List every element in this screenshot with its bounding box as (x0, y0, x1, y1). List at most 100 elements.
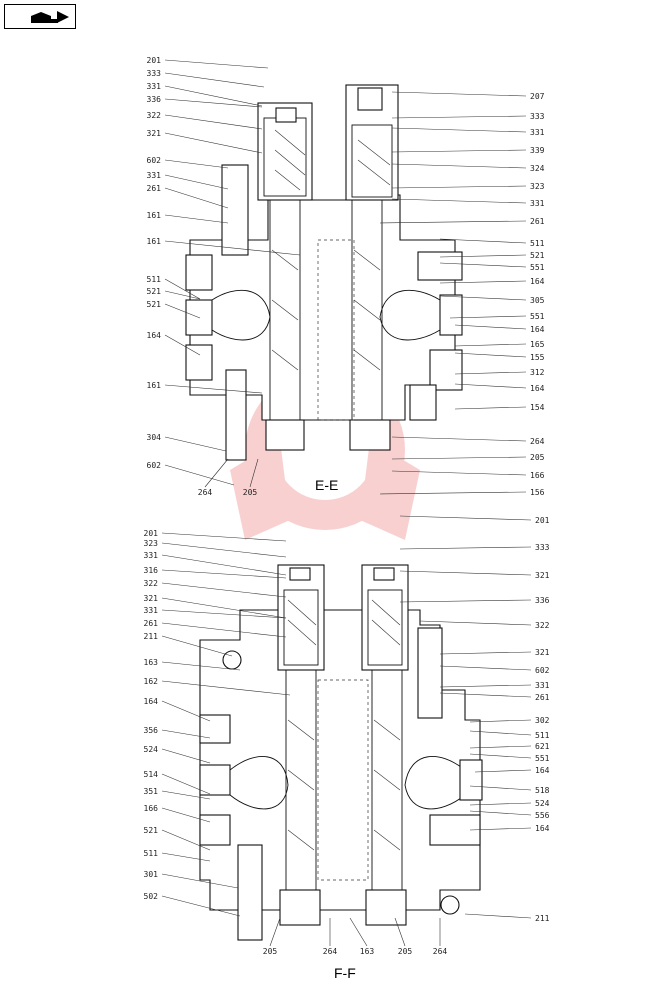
part-number-label: 163 (360, 947, 375, 956)
leader-line (439, 238, 527, 244)
leader-line (439, 684, 532, 688)
leader-line (161, 661, 241, 671)
leader-line (161, 790, 211, 800)
leader-line (399, 599, 532, 603)
leader-line (164, 290, 201, 300)
part-number-label: 164 (535, 824, 550, 833)
part-number-label: 264 (433, 947, 448, 956)
leader-line (454, 352, 527, 358)
part-number-label: 551 (530, 312, 545, 321)
part-number-label: 602 (147, 156, 162, 165)
part-number-label: 331 (147, 82, 162, 91)
part-number-label: 304 (147, 433, 162, 442)
leader-line (469, 745, 532, 749)
part-number-label: 166 (144, 804, 159, 813)
part-number-label: 333 (530, 112, 545, 121)
view-title-f-f: F-F (334, 965, 356, 981)
part-number-label: 321 (535, 571, 550, 580)
page-nav-button[interactable] (4, 4, 76, 29)
part-number-label: 164 (144, 697, 159, 706)
leader-line (164, 114, 263, 130)
part-number-label: 331 (530, 199, 545, 208)
part-number-label: 261 (144, 619, 159, 628)
part-number-label: 321 (535, 648, 550, 657)
part-number-label: 511 (144, 849, 159, 858)
part-number-label: 305 (530, 296, 545, 305)
leader-line (399, 570, 532, 576)
part-number-label: 211 (144, 632, 159, 641)
leader-line (164, 187, 229, 209)
view-e-e: E-E (185, 84, 463, 493)
part-number-label: 511 (530, 239, 545, 248)
part-number-label: 261 (147, 184, 162, 193)
part-number-label: 205 (530, 453, 545, 462)
part-number-label: 322 (144, 579, 159, 588)
leader-line (161, 542, 287, 558)
part-number-label: 336 (535, 596, 550, 605)
leader-line (469, 827, 532, 831)
leader-line (454, 343, 527, 347)
leader-line (164, 174, 229, 190)
part-number-label: 524 (535, 799, 550, 808)
leader-line (161, 622, 287, 638)
part-number-label: 164 (530, 384, 545, 393)
leader-line (391, 185, 527, 189)
part-number-label: 161 (147, 381, 162, 390)
part-number-label: 621 (535, 742, 550, 751)
leader-line (249, 458, 259, 488)
part-number-label: 333 (147, 69, 162, 78)
leader-line (164, 214, 229, 224)
leader-line (164, 85, 263, 107)
part-number-label: 205 (263, 947, 278, 956)
leader-line (399, 546, 532, 550)
leader-line (164, 436, 227, 452)
leader-line (454, 371, 527, 375)
part-number-label: 323 (144, 539, 159, 548)
part-number-label: 162 (144, 677, 159, 686)
leader-line (469, 730, 532, 736)
part-number-label: 331 (147, 171, 162, 180)
part-number-label: 201 (535, 516, 550, 525)
page-return-icon (31, 11, 69, 23)
part-number-label: 312 (530, 368, 545, 377)
leader-line (161, 895, 241, 917)
leader-line (439, 651, 532, 655)
part-number-label: 511 (535, 731, 550, 740)
part-number-label: 521 (144, 826, 159, 835)
leader-line (204, 458, 229, 488)
part-number-label: 524 (144, 745, 159, 754)
part-number-label: 156 (530, 488, 545, 497)
part-number-label: 551 (535, 754, 550, 763)
leader-line (439, 692, 532, 698)
part-number-label: 164 (530, 325, 545, 334)
leader-line (391, 456, 527, 460)
part-number-label: 161 (147, 237, 162, 246)
part-number-label: 261 (530, 217, 545, 226)
leader-line (164, 278, 201, 300)
leader-line (469, 785, 532, 791)
leader-line (394, 917, 406, 947)
part-number-label: 602 (535, 666, 550, 675)
leader-line (439, 262, 527, 268)
leader-line (161, 748, 211, 764)
part-number-label: 261 (535, 693, 550, 702)
leader-line (161, 680, 291, 696)
part-number-label: 351 (144, 787, 159, 796)
leader-line (449, 315, 527, 319)
leader-line (439, 295, 527, 301)
leader-line (469, 810, 532, 816)
part-number-label: 301 (144, 870, 159, 879)
part-number-label: 322 (535, 621, 550, 630)
part-number-label: 336 (147, 95, 162, 104)
part-number-label: 331 (530, 128, 545, 137)
leader-line (161, 635, 233, 657)
leader-line (161, 700, 211, 722)
part-number-label: 502 (144, 892, 159, 901)
part-number-label: 201 (144, 529, 159, 538)
leader-line (161, 532, 287, 542)
leader-line (379, 491, 527, 495)
part-number-label: 264 (530, 437, 545, 446)
part-number-label: 207 (530, 92, 545, 101)
view-title-e-e: E-E (315, 477, 338, 493)
leader-line (454, 383, 527, 389)
